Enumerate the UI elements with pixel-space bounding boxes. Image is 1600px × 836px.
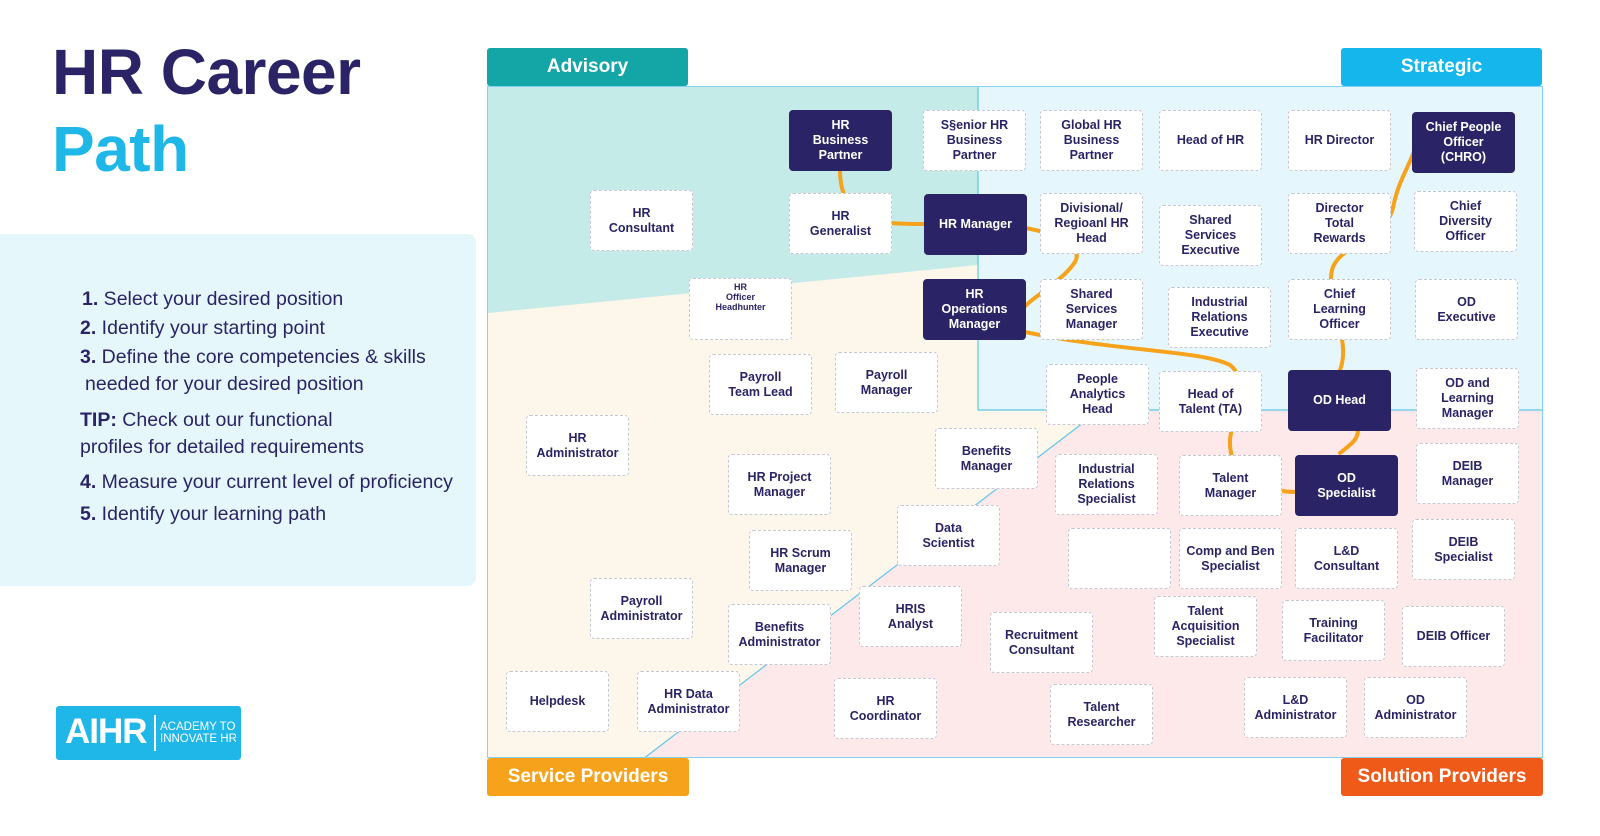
tip-line2: profiles for detailed requirements	[80, 436, 364, 458]
logo-divider	[154, 715, 156, 751]
step-4: 4. Measure your current level of profici…	[80, 471, 453, 493]
quadrant-solution-providers: Solution Providers	[1341, 758, 1543, 796]
step-2: 2. Identify your starting point	[80, 317, 325, 339]
role-hr-manager[interactable]: HR Manager	[924, 194, 1027, 255]
role-empty-card[interactable]	[1068, 528, 1171, 589]
page-title-line1: HR Career	[52, 36, 361, 108]
role-helpdesk[interactable]: Helpdesk	[506, 671, 609, 732]
logo-mark: AIHR	[65, 712, 148, 751]
step-3-continued: needed for your desired position	[85, 373, 364, 395]
role-head-of-hr[interactable]: Head of HR	[1159, 110, 1262, 171]
quadrant-strategic: Strategic	[1341, 48, 1542, 86]
instructions-panel: 1. Select your desired position 2. Ident…	[0, 234, 476, 586]
step-5: 5. Identify your learning path	[80, 503, 327, 525]
page-title-line2: Path	[52, 113, 189, 185]
role-deib-officer[interactable]: DEIB Officer	[1402, 606, 1505, 667]
quadrant-service-providers: Service Providers	[487, 758, 689, 796]
tip-line1: TIP: Check out our functional	[80, 409, 333, 431]
role-od-head[interactable]: OD Head	[1288, 370, 1391, 431]
step-1: 1. Select your desired position	[82, 288, 344, 310]
quadrant-advisory: Advisory	[487, 48, 688, 86]
step-3: 3. Define the core competencies & skills	[80, 346, 426, 368]
role-hr-director[interactable]: HR Director	[1288, 110, 1391, 171]
